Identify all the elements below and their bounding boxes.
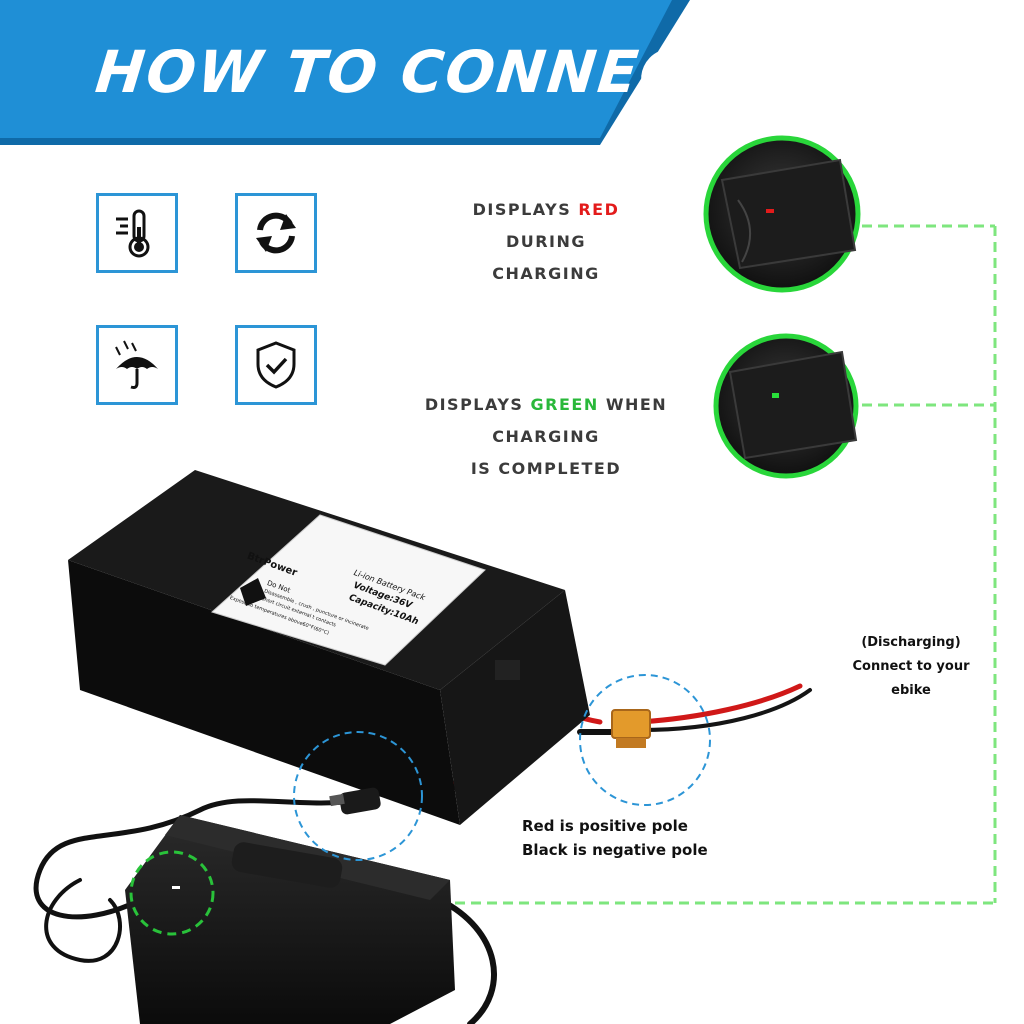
green-status-inset [713, 333, 859, 479]
red-status-suffix: DURING [505, 232, 587, 251]
charger-led-highlight [129, 850, 215, 936]
dc-plug [329, 787, 381, 815]
page-title: HOW TO CONNECT [92, 38, 730, 106]
umbrella-icon [115, 340, 158, 389]
battery-pack [68, 470, 590, 825]
red-status-word: RED [578, 200, 620, 219]
green-status-caption: DISPLAYS GREEN WHEN CHARGING IS COMPLETE… [380, 389, 712, 485]
xt60-connector [611, 709, 651, 748]
red-status-inset [703, 135, 861, 293]
icon-tile-umbrella [96, 325, 178, 405]
green-status-suffix: WHEN CHARGING [492, 395, 668, 446]
green-status-word: GREEN [530, 395, 599, 414]
polarity-line1: Red is positive pole [522, 817, 688, 835]
icon-tile-refresh [235, 193, 317, 273]
dc-plug-highlight [293, 731, 423, 861]
green-status-line2: IS COMPLETED [470, 459, 622, 478]
refresh-icon [256, 212, 296, 254]
discharge-line1: (Discharging) [861, 635, 961, 650]
red-status-caption: DISPLAYS RED DURING CHARGING [436, 194, 656, 290]
charger [125, 815, 455, 1024]
red-status-prefix: DISPLAYS [472, 200, 572, 219]
icon-tile-shield [235, 325, 317, 405]
red-status-line2: CHARGING [492, 264, 600, 283]
icon-tile-temperature [96, 193, 178, 273]
temperature-icon [116, 209, 150, 258]
green-status-prefix: DISPLAYS [424, 395, 524, 414]
banner [0, 0, 672, 138]
discharge-note: (Discharging) Connect to your ebike [832, 631, 990, 703]
connector-highlight [579, 674, 711, 806]
discharge-line2: Connect to your ebike [852, 659, 970, 698]
shield-check-icon [256, 341, 296, 389]
polarity-note: Red is positive pole Black is negative p… [522, 814, 752, 862]
polarity-line2: Black is negative pole [522, 841, 708, 859]
